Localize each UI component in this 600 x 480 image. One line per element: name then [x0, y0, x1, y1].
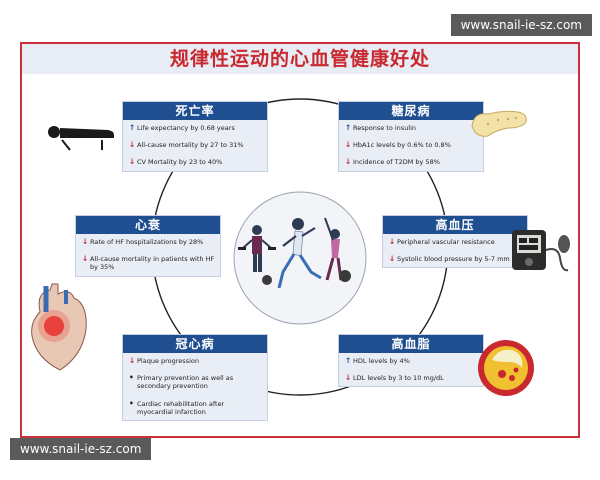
- box-header: 高血脂: [339, 335, 483, 353]
- box-header: 心衰: [76, 216, 220, 234]
- title-bar: [22, 44, 578, 74]
- list-item: ↓Peripheral vascular resistance: [389, 237, 495, 247]
- list-item: •Primary prevention as well as secondary…: [129, 373, 234, 391]
- list-item: ↓HbA1c levels by 0.6% to 0.8%: [345, 140, 451, 150]
- arrow-up-icon: ↑: [345, 356, 352, 365]
- list-item: ↑Response to insulin: [345, 123, 417, 133]
- arrow-down-icon: ↓: [129, 140, 136, 150]
- list-item: ↓LDL levels by 3 to 10 mg/dL: [345, 373, 444, 383]
- list-item: ↓CV Mortality by 23 to 40%: [129, 157, 223, 167]
- list-item: ↓Systolic blood pressure by 5-7 mm Hg: [389, 254, 521, 264]
- arrow-up-icon: ↑: [345, 123, 352, 132]
- arrow-down-icon: ↓: [345, 157, 352, 167]
- box-heart-failure: 心衰 ↓Rate of HF hospitalizations by 28% ↓…: [75, 215, 221, 277]
- box-mortality: 死亡率 ↑Life expectancy by 0.68 years ↓All-…: [122, 101, 268, 172]
- box-coronary-heart-disease: 冠心病 ↓Plaque progression •Primary prevent…: [122, 334, 268, 422]
- arrow-up-icon: ↑: [129, 123, 136, 132]
- list-item: ↑HDL levels by 4%: [345, 356, 410, 366]
- watermark-top: www.snail-ie-sz.com: [450, 14, 592, 36]
- exercise-people-icon: [233, 191, 367, 325]
- list-item: ↑Life expectancy by 0.68 years: [129, 123, 235, 133]
- watermark-bottom: www.snail-ie-sz.com: [10, 438, 152, 460]
- box-header: 死亡率: [123, 102, 267, 120]
- box-header: 高血压: [383, 216, 527, 234]
- box-diabetes: 糖尿病 ↑Response to insulin ↓HbA1c levels b…: [338, 101, 484, 172]
- box-hyperlipidemia: 高血脂 ↑HDL levels by 4% ↓LDL levels by 3 t…: [338, 334, 484, 388]
- list-item: •Cardiac rehabilitation after myocardial…: [129, 398, 225, 416]
- arrow-down-icon: ↓: [129, 356, 136, 365]
- heart-icon: [31, 283, 87, 371]
- box-hypertension: 高血压 ↓Peripheral vascular resistance ↓Sys…: [382, 215, 528, 269]
- box-header: 冠心病: [123, 335, 267, 353]
- pancreas-icon: [471, 110, 527, 137]
- bullet-icon: •: [129, 398, 134, 408]
- list-item: ↓All-cause mortality in patients with HF…: [82, 254, 215, 272]
- lying-person-icon: [48, 126, 114, 151]
- artery-plaque-icon: [478, 340, 534, 396]
- arrow-down-icon: ↓: [389, 254, 396, 264]
- arrow-down-icon: ↓: [345, 140, 352, 150]
- arrow-down-icon: ↓: [345, 373, 352, 383]
- list-item: ↓Plaque progression: [129, 356, 199, 366]
- blood-pressure-monitor-icon: [512, 230, 570, 272]
- list-item: ↓Incidence of T2DM by 58%: [345, 157, 440, 167]
- arrow-down-icon: ↓: [82, 237, 89, 246]
- bullet-icon: •: [129, 373, 134, 383]
- page-title: 规律性运动的心血管健康好处: [169, 48, 430, 70]
- box-header: 糖尿病: [339, 102, 483, 120]
- list-item: ↓Rate of HF hospitalizations by 28%: [82, 237, 204, 247]
- list-item: ↓All-cause mortality by 27 to 31%: [129, 140, 244, 150]
- arrow-down-icon: ↓: [82, 254, 89, 264]
- arrow-down-icon: ↓: [389, 237, 396, 246]
- arrow-down-icon: ↓: [129, 157, 136, 167]
